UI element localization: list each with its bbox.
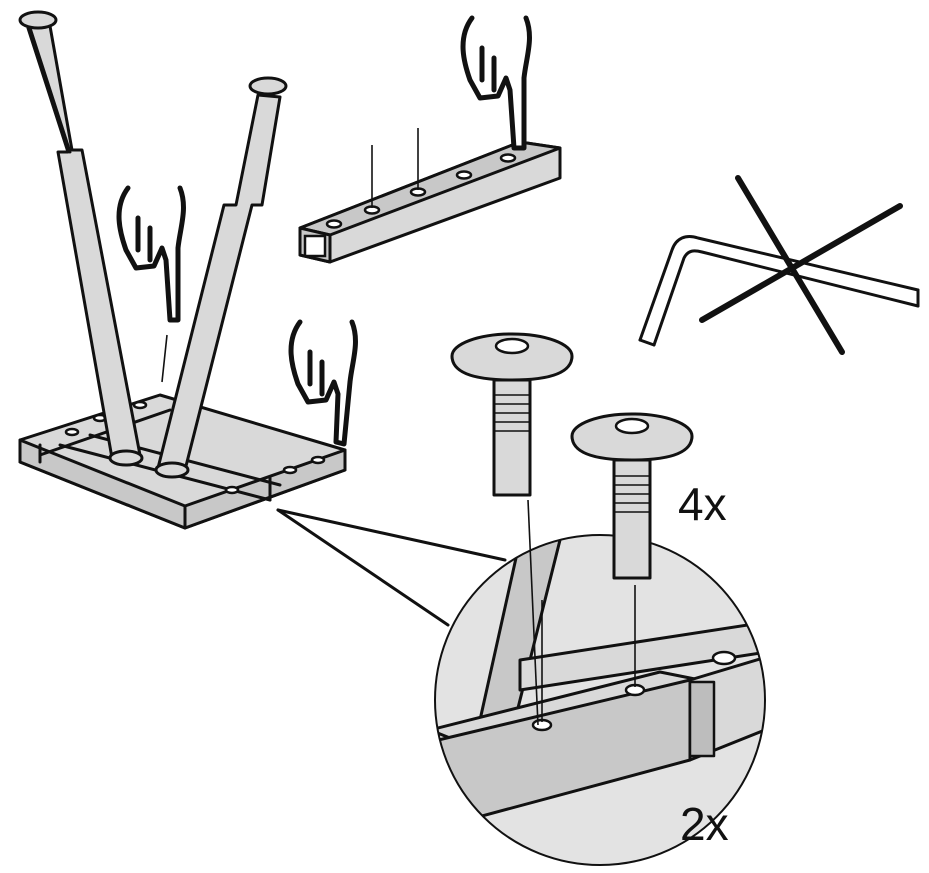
table-frame-assembly bbox=[18, 10, 347, 530]
frame-rail bbox=[298, 128, 562, 264]
table-leg-right bbox=[154, 76, 288, 479]
detail-magnifier bbox=[276, 508, 766, 866]
frame-quantity-label: 2x bbox=[680, 798, 729, 850]
table-leg-left bbox=[18, 10, 144, 467]
hand-pointing-icon bbox=[116, 185, 186, 323]
bolt-icon bbox=[450, 332, 574, 726]
cross-out-icon bbox=[699, 175, 903, 355]
bolt-icon bbox=[570, 412, 694, 580]
bolt-quantity-label: 4x bbox=[678, 478, 727, 530]
hand-pointing-icon bbox=[460, 15, 532, 151]
allen-key-icon bbox=[638, 235, 920, 347]
hand-pointing-icon bbox=[288, 319, 358, 447]
